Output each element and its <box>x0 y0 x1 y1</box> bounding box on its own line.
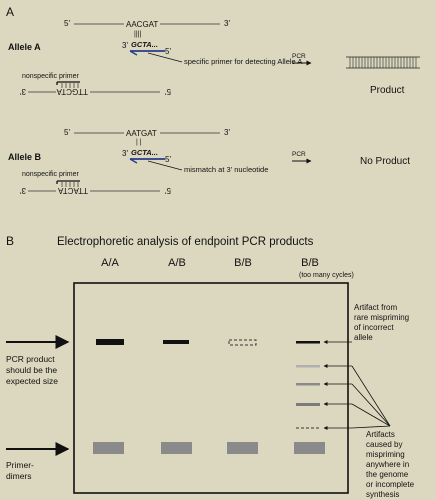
allele-b-template-seq: AATGAT <box>126 129 157 138</box>
allele-b-pcr-label: PCR <box>292 151 306 158</box>
allele-a-pcr-label: PCR <box>292 53 306 60</box>
allele-b-group: 5' AATGAT 3' | | Allele B 3' GCTA... 5' … <box>8 128 410 195</box>
allele-b-nonspecific-ticks <box>61 182 79 187</box>
artifact-bottom-line-3: mispriming <box>366 450 405 459</box>
allele-b-lower-left-end: 3' <box>20 186 26 195</box>
allele-a-primer-pointer <box>147 52 183 63</box>
artifact-top-line-3: of incorrect <box>354 323 394 332</box>
allele-b-lower-right-end: 5' <box>165 186 171 195</box>
lane-label-3: B/B <box>234 257 252 269</box>
allele-a-template-3prime: 3' <box>224 19 230 28</box>
allele-a-lower-seq: TTGCTA <box>56 87 88 96</box>
allele-a-result: Product <box>370 85 405 96</box>
product-label-line-1: PCR product <box>6 354 55 364</box>
allele-b-template-3prime: 3' <box>224 128 230 137</box>
allele-b-primer-seq: GCTA... <box>131 148 158 157</box>
artifact-top-line-1: Artifact from <box>354 303 397 312</box>
allele-b-primer-note: mismatch at 3' nucleotide <box>184 165 268 174</box>
lane-sublabel-4: (too many cycles) <box>299 272 354 279</box>
allele-a-nonspecific-label: nonspecific primer <box>22 73 79 80</box>
panel-a-label: A <box>6 5 14 19</box>
allele-a-group: 5' AACGAT 3' |||| Allele A 3' GCTA... 5'… <box>8 19 420 96</box>
band-aa-product <box>96 339 124 345</box>
allele-a-template-seq: AACGAT <box>126 20 158 29</box>
artifact-bottom-line-7: synthesis <box>366 490 399 499</box>
band-bb2-artifact-1 <box>296 365 320 368</box>
allele-a-lower-left-end: 3' <box>20 87 26 96</box>
artifact-bottom-line-6: or incomplete <box>366 480 415 489</box>
artifact-bottom-line-2: caused by <box>366 440 402 449</box>
band-bb-dimer <box>227 442 258 454</box>
lane-label-2: A/B <box>168 257 186 269</box>
allele-a-template-5prime: 5' <box>64 19 70 28</box>
allele-b-primer-5prime: 5' <box>165 155 171 164</box>
allele-a-name: Allele A <box>8 42 41 52</box>
band-bb2-artifact-3 <box>296 403 320 406</box>
artifact-top-line-2: rare mispriming <box>354 313 409 322</box>
dimer-label-line-2: dimers <box>6 471 32 481</box>
allele-a-primer-3prime: 3' <box>122 41 128 50</box>
allele-a-primer-seq: GCTA... <box>131 40 158 49</box>
artifact-bottom-pointers <box>323 364 391 430</box>
allele-b-nonspecific-primer <box>56 180 80 184</box>
allele-a-primer-5prime: 5' <box>165 47 171 56</box>
band-bb2-product <box>296 341 320 344</box>
allele-a-primer-note: specific primer for detecting Allele A <box>184 57 302 66</box>
band-ab-dimer <box>161 442 192 454</box>
allele-b-template-5prime: 5' <box>64 128 70 137</box>
product-dna-ladder <box>346 56 420 69</box>
lane-label-1: A/A <box>101 257 119 269</box>
panel-b-title: Electrophoretic analysis of endpoint PCR… <box>57 236 314 248</box>
artifact-bottom-line-4: anywhere in <box>366 460 409 469</box>
allele-b-name: Allele B <box>8 152 42 162</box>
allele-b-primer-3prime: 3' <box>122 149 128 158</box>
allele-a-lower-right-end: 5' <box>165 87 171 96</box>
product-label-line-2: should be the <box>6 365 57 375</box>
allele-b-result: No Product <box>360 156 410 167</box>
allele-a-nonspecific-primer <box>56 81 80 85</box>
band-bb2-artifact-2 <box>296 383 320 386</box>
gel-box <box>73 282 349 494</box>
lane-label-4: B/B <box>301 257 319 269</box>
artifact-bottom-line-5: the genome <box>366 470 409 479</box>
band-aa-dimer <box>93 442 124 454</box>
allele-a-nonspecific-ticks <box>61 83 79 88</box>
allele-b-lower-seq: TTACTA <box>57 186 88 195</box>
dimer-label-line-1: Primer- <box>6 460 34 470</box>
product-label-line-3: expected size <box>6 376 58 386</box>
allele-b-primer-hook <box>129 158 138 164</box>
band-bb-product-faint <box>228 339 257 346</box>
allele-a-primer-hook <box>129 50 138 56</box>
panel-b-label: B <box>6 234 14 248</box>
band-bb2-dimer <box>294 442 325 454</box>
allele-a-bond-marks: |||| <box>134 31 141 38</box>
allele-b-bond-marks: | | <box>136 139 142 146</box>
band-ab-product <box>163 340 189 344</box>
artifact-bottom-line-1: Artifacts <box>366 430 395 439</box>
artifact-top-line-4: allele <box>354 333 373 342</box>
allele-b-nonspecific-label: nonspecific primer <box>22 171 79 178</box>
allele-b-primer-pointer <box>147 160 183 171</box>
